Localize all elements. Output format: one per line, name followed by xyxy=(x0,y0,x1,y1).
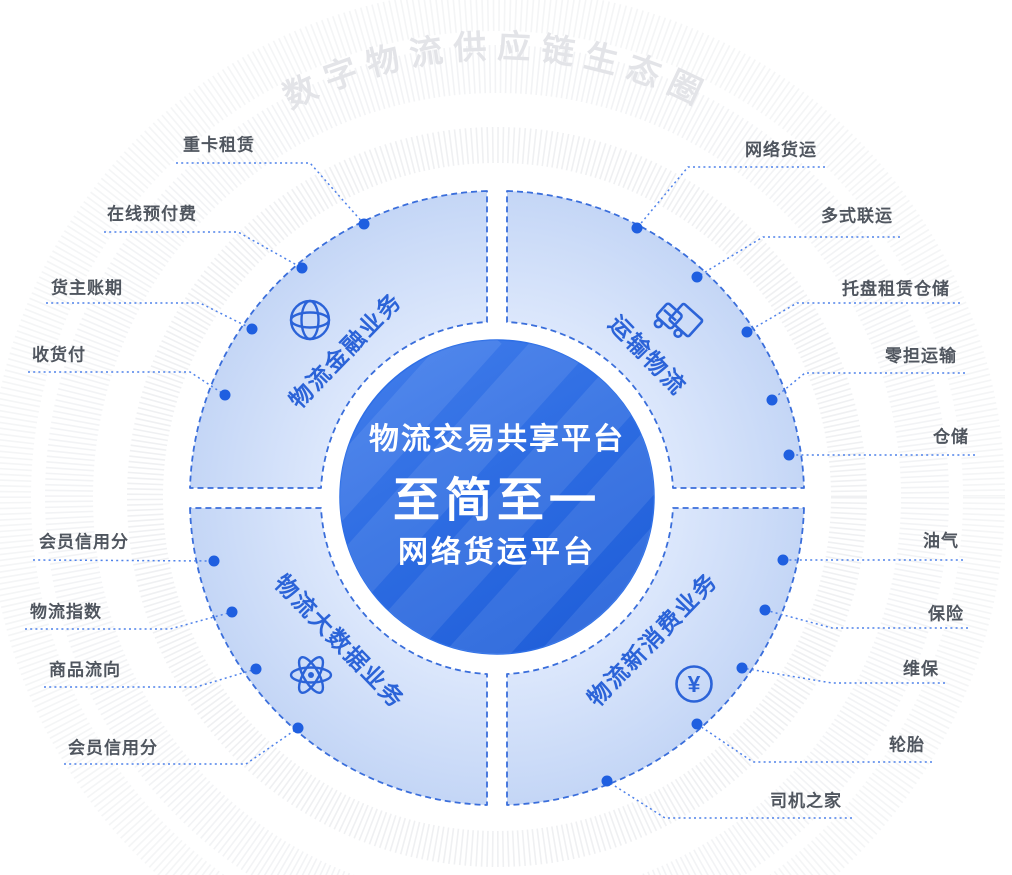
quadrant-bigdata xyxy=(189,507,488,806)
center-platform-bottom: 网络货运平台 xyxy=(398,536,596,569)
connector-dots xyxy=(208,218,795,787)
satellite-label: 司机之家 xyxy=(770,791,842,811)
satellite-label: 物流指数 xyxy=(30,602,102,622)
satellite-label: 商品流向 xyxy=(49,660,121,680)
satellite-label: 零担运输 xyxy=(885,346,957,366)
satellite-label: 油气 xyxy=(923,531,959,551)
quadrant-consume xyxy=(506,507,805,806)
satellite-label: 多式联运 xyxy=(821,206,893,226)
satellite-label: 维保 xyxy=(903,659,939,679)
center-platform-top: 物流交易共享平台 xyxy=(369,423,625,456)
yuan-icon: ¥ xyxy=(675,665,713,703)
truck-icon xyxy=(653,302,704,339)
satellite-label: 会员信用分 xyxy=(68,738,158,758)
center-platform-slogan: 至简至一 xyxy=(393,473,601,527)
satellite-label: 重卡租赁 xyxy=(183,135,255,155)
leader-lines xyxy=(25,162,975,819)
satellite-label: 货主账期 xyxy=(51,278,123,298)
satellite-label: 在线预付费 xyxy=(107,204,197,224)
globe-icon xyxy=(289,299,331,341)
satellite-label: 轮胎 xyxy=(889,735,925,755)
satellite-label: 收货付 xyxy=(32,345,86,365)
center-circle xyxy=(339,339,655,655)
atom-icon xyxy=(289,656,333,694)
quadrant-finance xyxy=(189,190,488,489)
satellite-label: 会员信用分 xyxy=(39,532,129,552)
satellite-label: 托盘租赁仓储 xyxy=(842,279,950,299)
satellite-label: 保险 xyxy=(928,604,964,624)
satellite-label: 仓储 xyxy=(933,427,969,447)
yuan-glyph: ¥ xyxy=(688,671,701,697)
satellite-label: 网络货运 xyxy=(745,140,817,160)
